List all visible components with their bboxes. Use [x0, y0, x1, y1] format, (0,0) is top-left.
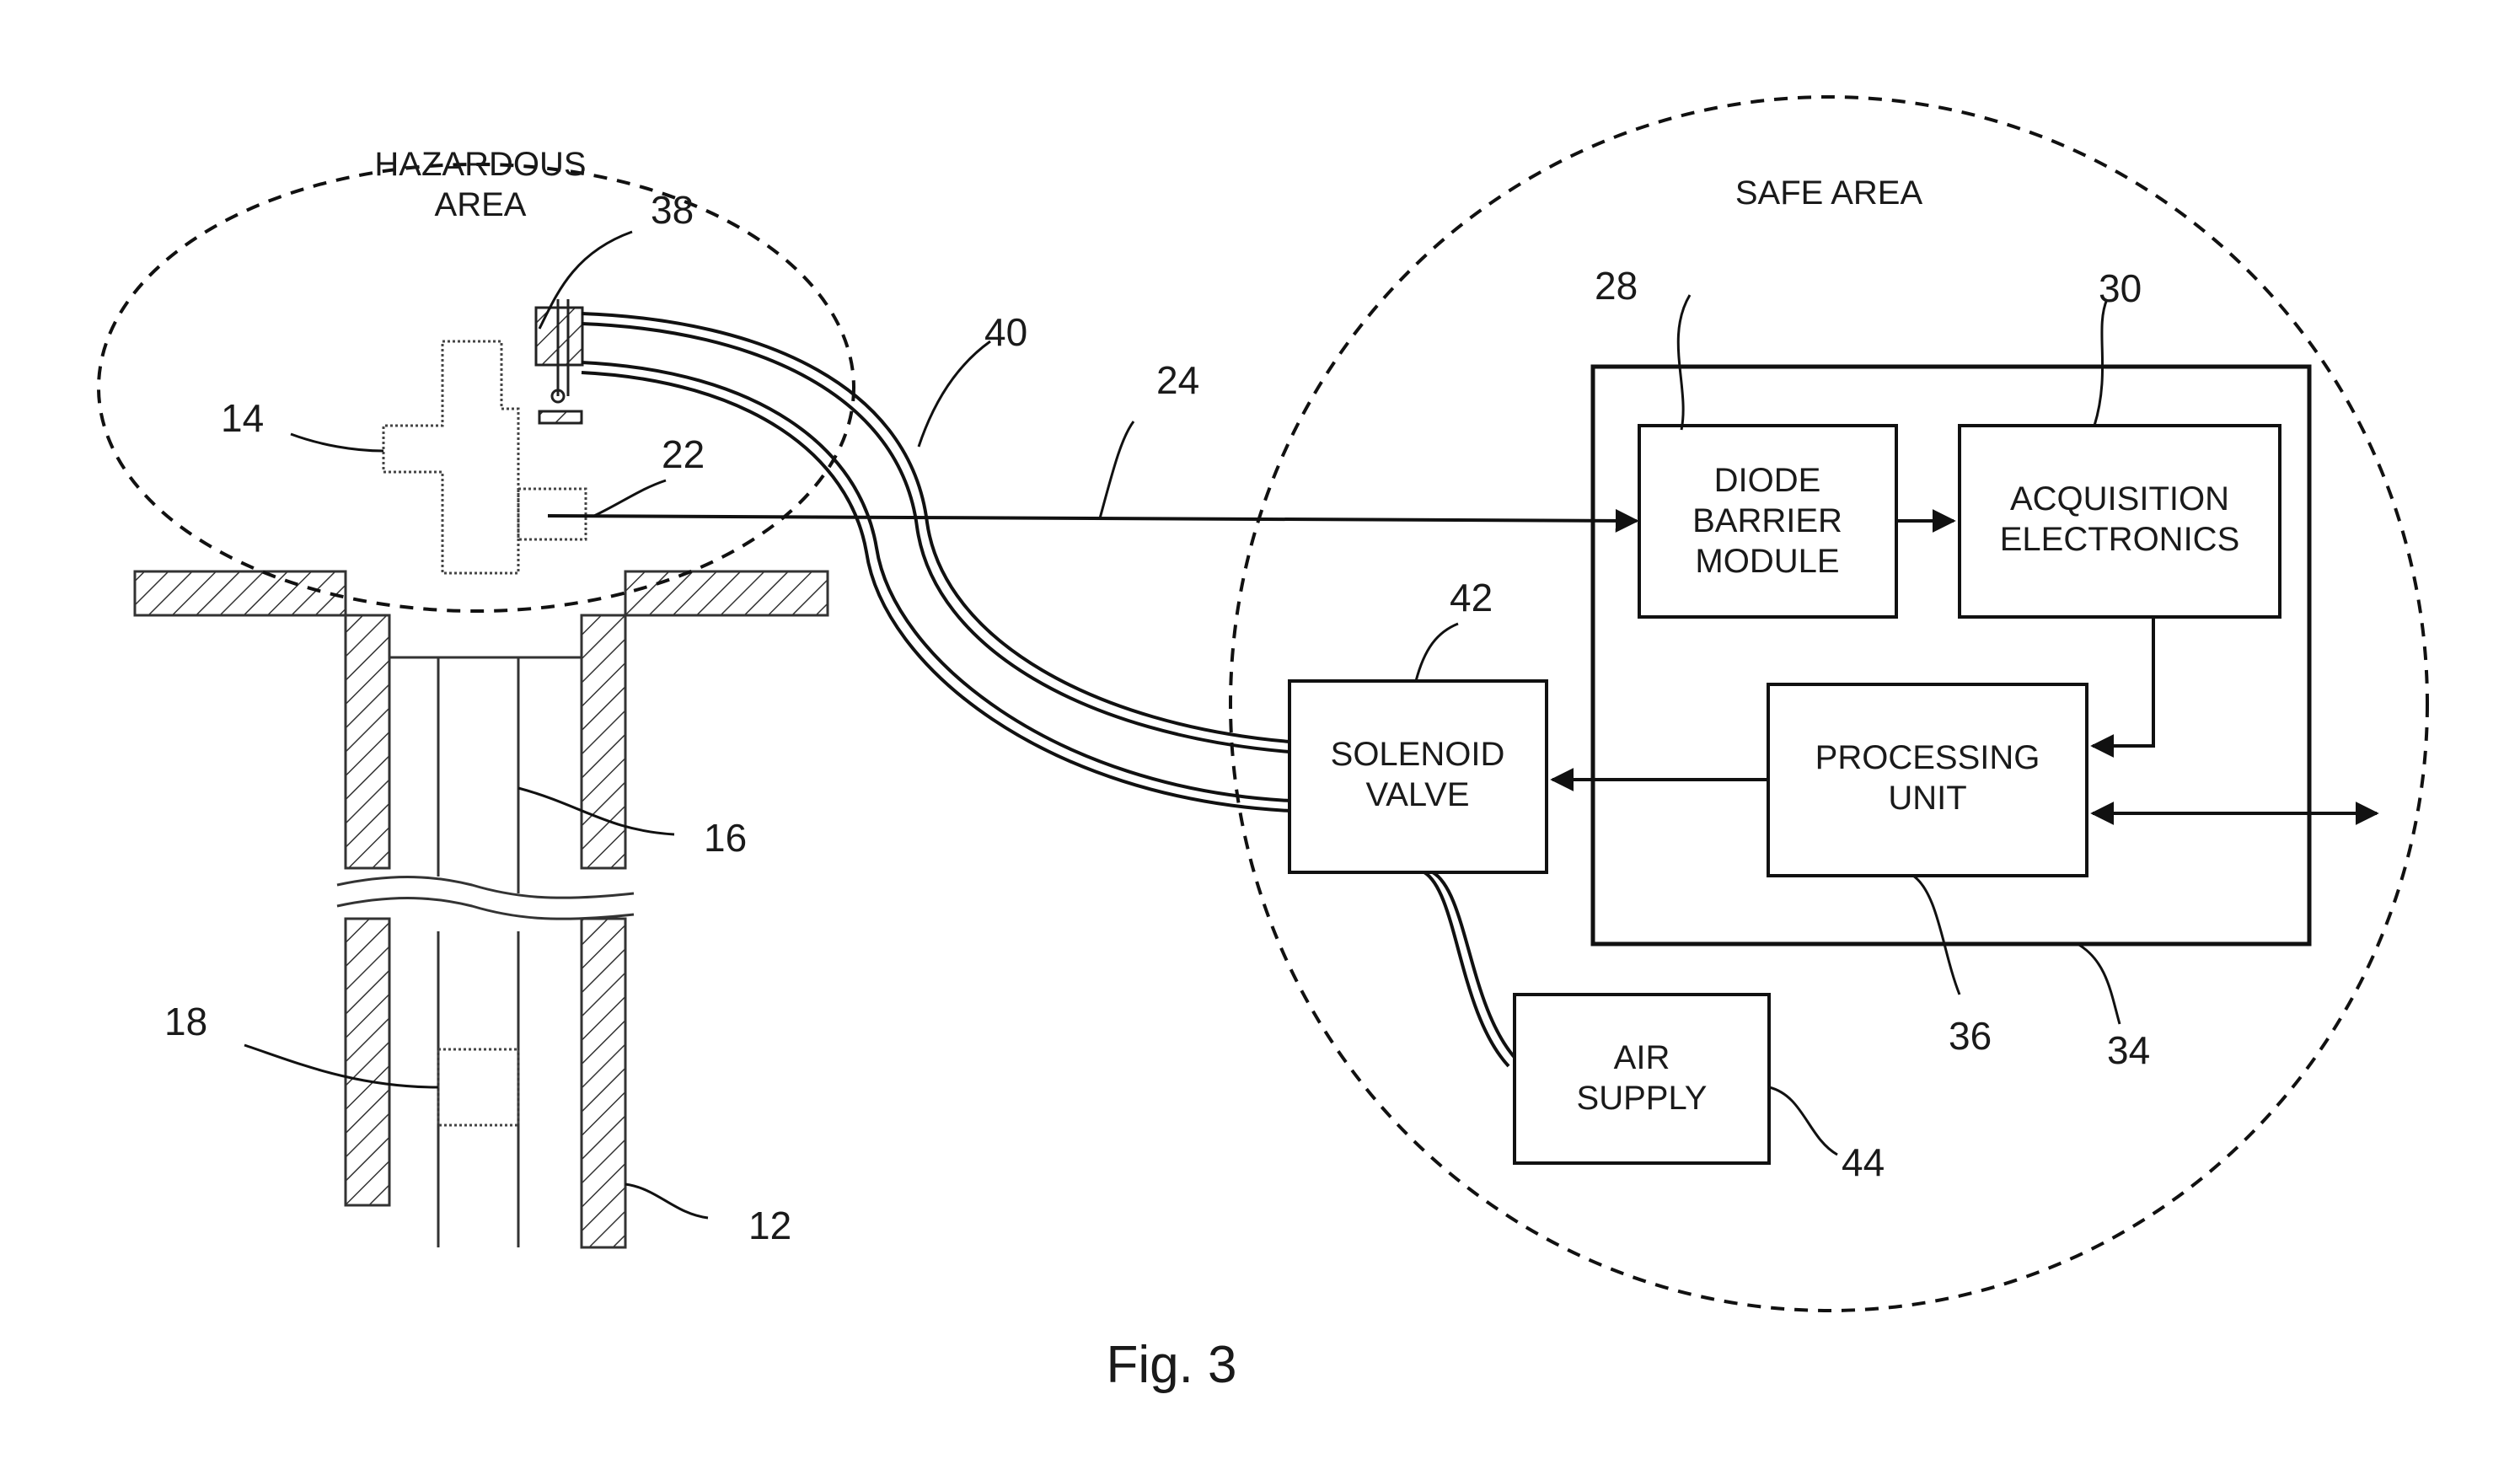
valve-38: [534, 299, 584, 425]
ref-30: 30: [2099, 266, 2142, 310]
ref-24: 24: [1156, 358, 1199, 402]
acquisition-electronics: ACQUISITION ELECTRONICS: [1958, 424, 2281, 619]
air-supply-line: [1423, 871, 1519, 1068]
processing-unit: PROCESSING UNIT: [1767, 683, 2088, 877]
figure-caption: Fig. 3: [1106, 1336, 1236, 1394]
wellhead-body: [382, 340, 520, 575]
solenoid-label-1: SOLENOID: [1331, 736, 1505, 773]
diode-barrier-label-3: MODULE: [1695, 543, 1839, 580]
diode-barrier-label-1: DIODE: [1714, 462, 1821, 499]
signal-line-24: [547, 508, 1639, 533]
ref-34: 34: [2107, 1028, 2150, 1072]
acquisition-label-1: ACQUISITION: [2010, 480, 2229, 517]
ref-14: 14: [221, 396, 264, 440]
ref-18: 18: [164, 1000, 207, 1043]
processing-label-2: UNIT: [1888, 780, 1966, 817]
hazardous-area-label-2: AREA: [435, 186, 527, 223]
hazardous-area-boundary: [97, 163, 855, 613]
downhole-device-18: [437, 1048, 520, 1127]
ref-12: 12: [748, 1204, 791, 1247]
safe-area-boundary: [1229, 95, 2429, 1312]
control-enclosure-34: [1590, 364, 2312, 947]
wellhead-assembly: [382, 340, 587, 575]
ref-44: 44: [1842, 1140, 1885, 1184]
ref-16: 16: [704, 816, 747, 860]
air-supply-label-1: AIR: [1614, 1039, 1670, 1076]
well-casing: [344, 614, 627, 1249]
solenoid-label-2: VALVE: [1365, 776, 1469, 813]
ref-42: 42: [1450, 576, 1493, 619]
diode-barrier-module: DIODE BARRIER MODULE: [1638, 424, 1898, 619]
ref-38: 38: [651, 188, 694, 232]
leader-lines: [244, 230, 2121, 1220]
acquisition-label-2: ELECTRONICS: [2000, 521, 2240, 558]
ref-40: 40: [984, 310, 1027, 354]
solenoid-valve: SOLENOID VALVE: [1288, 679, 1548, 874]
ref-22: 22: [662, 432, 705, 476]
sensor-box-22: [517, 487, 587, 541]
diode-barrier-label-2: BARRIER: [1692, 502, 1842, 539]
safe-area-label: SAFE AREA: [1735, 174, 1923, 212]
processing-label-1: PROCESSING: [1815, 739, 2040, 776]
air-supply-label-2: SUPPLY: [1577, 1080, 1708, 1117]
well-tubing: [336, 656, 635, 1247]
ref-28: 28: [1595, 264, 1638, 308]
hazardous-area-label-1: HAZARDOUS: [374, 146, 586, 183]
surface-ground: [133, 570, 829, 617]
air-supply: AIR SUPPLY: [1513, 993, 1771, 1165]
pneumatic-line-40: [581, 312, 1290, 812]
ref-36: 36: [1949, 1014, 1992, 1058]
block-connections: [1550, 509, 2379, 825]
